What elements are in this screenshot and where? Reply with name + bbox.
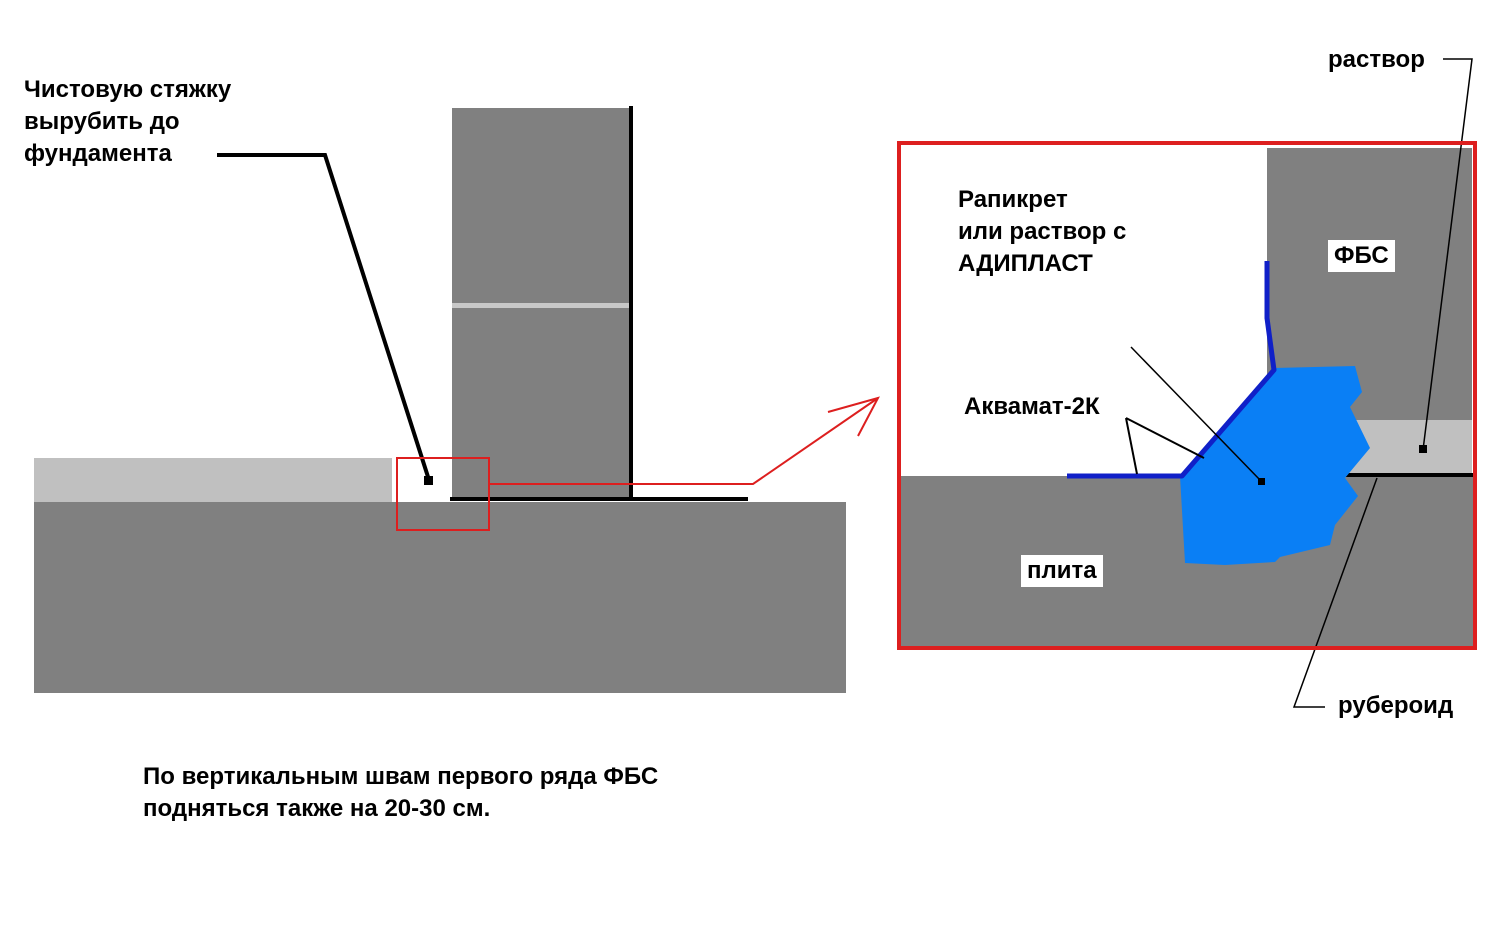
rapikret-fill (1180, 366, 1370, 565)
rapikret-line-3: АДИПЛАСТ (958, 250, 1093, 277)
detail-pointer-arrowhead (827, 396, 880, 437)
akvamat-coating-line (1067, 261, 1277, 479)
screed-note-line-1: Чистовую стяжку (24, 76, 232, 103)
screed-note-marker (424, 476, 433, 485)
bottom-note-line-2: подняться также на 20-30 см. (143, 795, 491, 822)
screed-note-label: Чистовую стяжку вырубить до фундамента (24, 74, 231, 170)
rapikret-line-2: или раствор с (958, 218, 1127, 245)
rapikret-label: Рапикрет или раствор с АДИПЛАСТ (958, 184, 1126, 280)
detail-frame (897, 141, 1477, 650)
fbs-block-joint (452, 303, 630, 308)
rapikret-line-1: Рапикрет (958, 186, 1068, 213)
slab-label: плита (1021, 555, 1103, 587)
mortar-leader (1422, 58, 1473, 451)
mortar-marker (1419, 445, 1427, 453)
screed-note-line-3: фундамента (24, 140, 172, 167)
rapikret-leader (1130, 346, 1262, 482)
detail-pointer-line (489, 397, 879, 485)
screed-note-line-2: вырубить до (24, 108, 180, 135)
fbs-block-lower (452, 308, 630, 498)
bottom-note-line-1: По вертикальным швам первого ряда ФБС (143, 763, 659, 790)
rapikret-marker (1258, 478, 1265, 485)
finish-screed (34, 458, 392, 502)
foundation-slab (34, 502, 846, 693)
akvamat-label: Аквамат-2К (964, 393, 1100, 420)
akvamat-leader-1 (1125, 417, 1138, 475)
akvamat-leader-2 (1125, 417, 1205, 459)
bottom-note: По вертикальным швам первого ряда ФБС по… (143, 761, 658, 825)
screed-note-leader (217, 153, 431, 481)
ruberoid-label: рубероид (1338, 692, 1454, 719)
ruberoid-leader (1292, 477, 1378, 708)
detail-highlight-frame (396, 457, 490, 531)
fbs-block-upper (452, 108, 630, 303)
fbs-label: ФБС (1328, 240, 1395, 272)
mortar-label: раствор (1328, 46, 1425, 73)
